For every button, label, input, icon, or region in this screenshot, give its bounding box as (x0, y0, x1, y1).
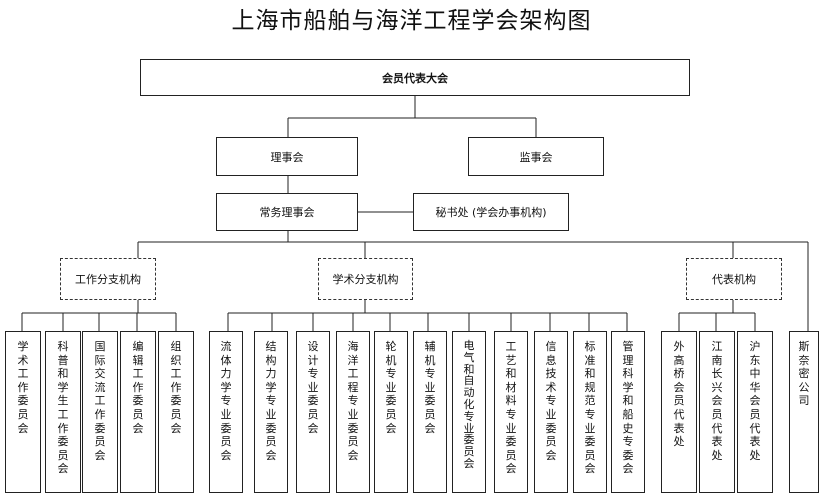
academic-committee-box: 工艺和材料专业委员会 (494, 331, 528, 493)
standalone-company-box: 斯奈密公司 (789, 331, 819, 493)
standing-council-box: 常务理事会 (216, 193, 358, 231)
member-assembly-box: 会员代表大会 (140, 59, 690, 96)
representative-office-box: 江南长兴会员代表处 (699, 331, 735, 493)
representative-office-box: 沪东中华会员代表处 (737, 331, 773, 493)
council-box: 理事会 (216, 137, 358, 176)
representative-office-box: 外高桥会员代表处 (661, 331, 697, 493)
work-committee-box: 组织工作委员会 (158, 331, 194, 493)
academic-committee-box: 管理科学和船史专委会 (611, 331, 645, 493)
academic-committee-box: 辅机专业委员会 (413, 331, 447, 493)
work-committee-box: 编辑工作委员会 (120, 331, 156, 493)
academic-committee-box: 轮机专业委员会 (374, 331, 408, 493)
work-committee-box: 科普和学生工作委员会 (45, 331, 81, 493)
academic-committee-box: 流体力学专业委员会 (209, 331, 243, 493)
academic-branch-box: 学术分支机构 (318, 258, 413, 300)
academic-committee-box: 信息技术专业委员会 (534, 331, 568, 493)
secretariat-box: 秘书处 (学会办事机构) (413, 193, 569, 231)
diagram-title: 上海市船舶与海洋工程学会架构图 (231, 8, 592, 34)
academic-committee-box: 海洋工程专业委员会 (336, 331, 370, 493)
representative-branch-box: 代表机构 (686, 258, 782, 300)
supervisory-board-box: 监事会 (468, 137, 604, 176)
work-committee-box: 国际交流工作委员会 (82, 331, 118, 493)
work-committee-box: 学术工作委员会 (5, 331, 41, 493)
academic-committee-box: 设计专业委员会 (296, 331, 330, 493)
academic-committee-box: 标准和规范专业委员会 (573, 331, 607, 493)
academic-committee-box: 结构力学专业委员会 (254, 331, 288, 493)
work-branch-box: 工作分支机构 (60, 258, 156, 300)
academic-committee-box: 电气和自动化专业委员会 (452, 331, 486, 493)
